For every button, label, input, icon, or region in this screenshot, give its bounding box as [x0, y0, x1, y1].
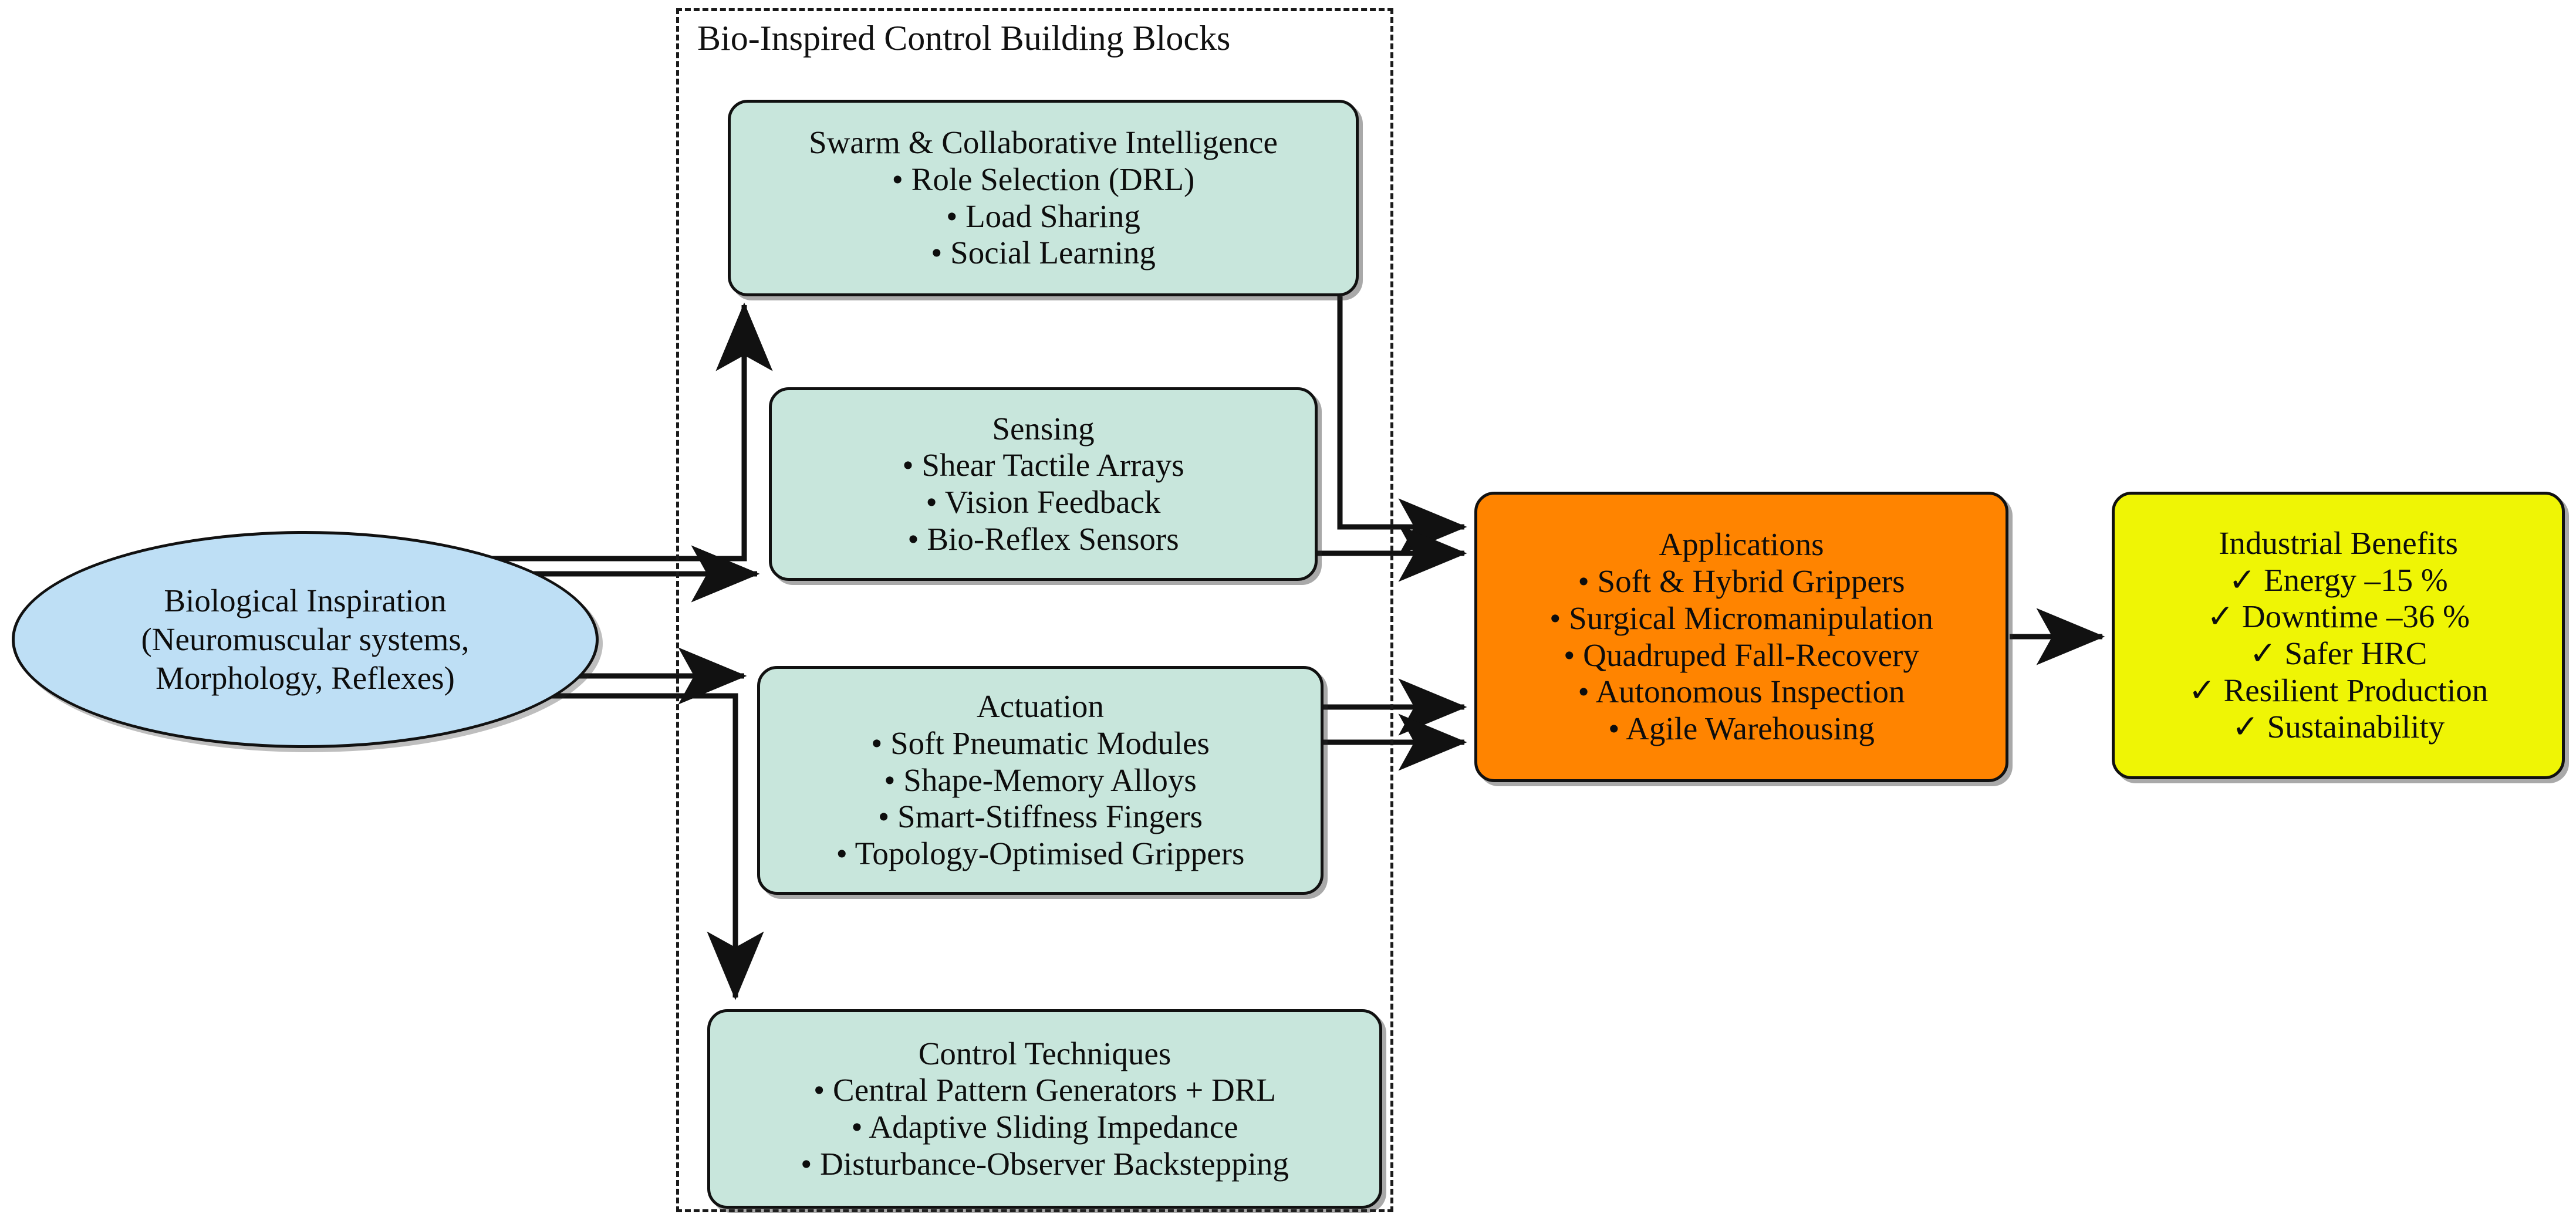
block-actuation[interactable]: Actuation • Soft Pneumatic Modules • Sha… [757, 666, 1324, 895]
block-applications[interactable]: Applications • Soft & Hybrid Grippers • … [1474, 492, 2008, 782]
block-item: ✓ Sustainability [2231, 709, 2445, 745]
block-item: • Load Sharing [946, 198, 1140, 234]
block-item: ✓ Energy –15 % [2229, 562, 2448, 598]
block-title: Applications [1659, 526, 1824, 563]
source-line-3: Morphology, Reflexes) [156, 660, 455, 696]
block-control-techniques[interactable]: Control Techniques • Central Pattern Gen… [707, 1009, 1382, 1209]
biological-inspiration-node[interactable]: Biological Inspiration (Neuromuscular sy… [12, 531, 599, 748]
block-title: Actuation [977, 688, 1104, 725]
block-item: • Social Learning [931, 235, 1156, 271]
source-line-2: (Neuromuscular systems, [141, 621, 470, 657]
block-item: • Surgical Micromanipulation [1549, 600, 1933, 636]
block-item: • Autonomous Inspection [1578, 674, 1905, 710]
block-title: Sensing [992, 410, 1095, 447]
group-title: Bio-Inspired Control Building Blocks [697, 19, 1231, 58]
block-title: Control Techniques [918, 1035, 1171, 1071]
block-item: • Shape-Memory Alloys [884, 762, 1197, 798]
source-line-1: Biological Inspiration [164, 583, 447, 618]
block-item: • Vision Feedback [926, 484, 1161, 520]
block-item: • Topology-Optimised Grippers [836, 836, 1245, 872]
block-title: Swarm & Collaborative Intelligence [809, 124, 1278, 161]
block-item: • Soft Pneumatic Modules [871, 725, 1210, 761]
block-item: • Disturbance-Observer Backstepping [801, 1145, 1289, 1182]
block-item: • Bio-Reflex Sensors [907, 520, 1179, 557]
block-item: ✓ Safer HRC [2249, 635, 2428, 671]
block-swarm-collaborative-intelligence[interactable]: Swarm & Collaborative Intelligence • Rol… [728, 100, 1359, 296]
block-item: ✓ Resilient Production [2188, 672, 2489, 708]
block-item: • Quadruped Fall-Recovery [1564, 637, 1919, 673]
block-item: • Shear Tactile Arrays [902, 447, 1184, 483]
block-item: • Smart-Stiffness Fingers [878, 799, 1203, 835]
block-item: • Agile Warehousing [1608, 710, 1875, 746]
block-item: • Central Pattern Generators + DRL [813, 1072, 1276, 1108]
block-sensing[interactable]: Sensing • Shear Tactile Arrays • Vision … [769, 387, 1318, 581]
block-industrial-benefits[interactable]: Industrial Benefits ✓ Energy –15 % ✓ Dow… [2112, 492, 2565, 779]
bio-inspired-control-building-blocks-group [676, 8, 1393, 1212]
block-item: • Adaptive Sliding Impedance [851, 1109, 1238, 1145]
block-item: ✓ Downtime –36 % [2207, 598, 2470, 635]
block-title: Industrial Benefits [2219, 525, 2458, 561]
block-item: • Role Selection (DRL) [892, 161, 1195, 197]
block-item: • Soft & Hybrid Grippers [1578, 563, 1905, 600]
